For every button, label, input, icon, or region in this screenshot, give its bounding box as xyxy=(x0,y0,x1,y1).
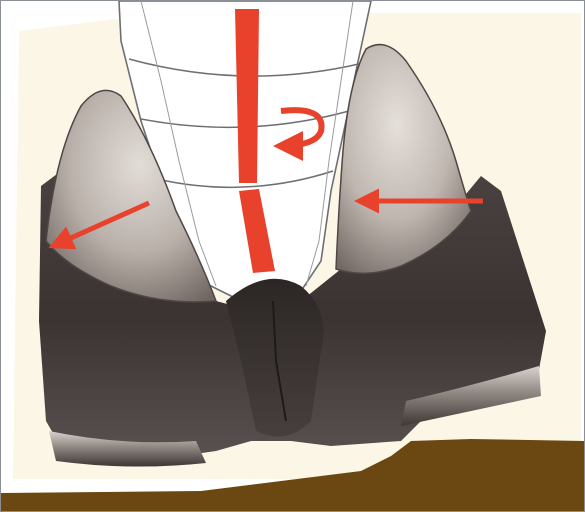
red-axis-bar-upper xyxy=(235,9,259,183)
